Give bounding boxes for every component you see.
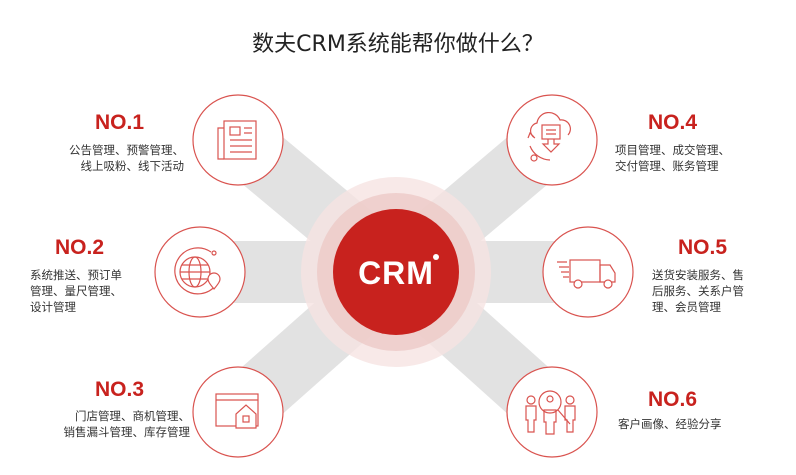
desc-line: 交付管理、账务管理 — [615, 159, 719, 173]
desc-line: 系统推送、预订单 — [30, 268, 122, 282]
globe-location-icon — [154, 226, 246, 318]
item-5-number: NO.5 — [678, 236, 728, 259]
item-1-description: 公告管理、预警管理、 线上吸粉、线下活动 — [58, 142, 184, 174]
desc-line: 门店管理、商机管理、 — [75, 409, 190, 423]
crm-center-circle — [333, 209, 459, 335]
desc-line: 理、会员管理 — [652, 300, 721, 314]
desc-line: 线上吸粉、线下活动 — [80, 159, 185, 173]
item-6-description: 客户画像、经验分享 — [618, 416, 722, 432]
item-4-description: 项目管理、成交管理、 交付管理、账务管理 — [615, 142, 730, 174]
customer-search-icon — [506, 366, 598, 458]
item-2-number: NO.2 — [55, 236, 105, 259]
newspaper-icon — [192, 94, 284, 186]
crm-logo-dot — [433, 254, 439, 260]
item-2-description: 系统推送、预订单 管理、量尺管理、 设计管理 — [30, 267, 122, 315]
item-5-description: 送货安装服务、售 后服务、关系户管 理、会员管理 — [652, 267, 744, 315]
cloud-sync-icon — [506, 94, 598, 186]
desc-line: 项目管理、成交管理、 — [615, 143, 730, 157]
item-3-number: NO.3 — [95, 378, 145, 401]
item-6-number: NO.6 — [648, 388, 698, 411]
store-icon — [192, 366, 284, 458]
item-4-number: NO.4 — [648, 111, 698, 134]
item-3-description: 门店管理、商机管理、 销售漏斗管理、库存管理 — [48, 408, 191, 440]
desc-line: 后服务、关系户管 — [652, 284, 744, 298]
desc-line: 送货安装服务、售 — [652, 268, 744, 282]
crm-logo-text: CRM — [358, 255, 434, 291]
delivery-truck-icon — [542, 226, 634, 318]
desc-line: 销售漏斗管理、库存管理 — [63, 425, 191, 439]
page-title: 数夫CRM系统能帮你做什么？ — [252, 32, 544, 57]
desc-line: 客户画像、经验分享 — [618, 417, 722, 431]
desc-line: 公告管理、预警管理、 — [69, 143, 184, 157]
desc-line: 设计管理 — [30, 300, 76, 314]
item-1-number: NO.1 — [95, 111, 145, 134]
desc-line: 管理、量尺管理、 — [30, 284, 122, 298]
